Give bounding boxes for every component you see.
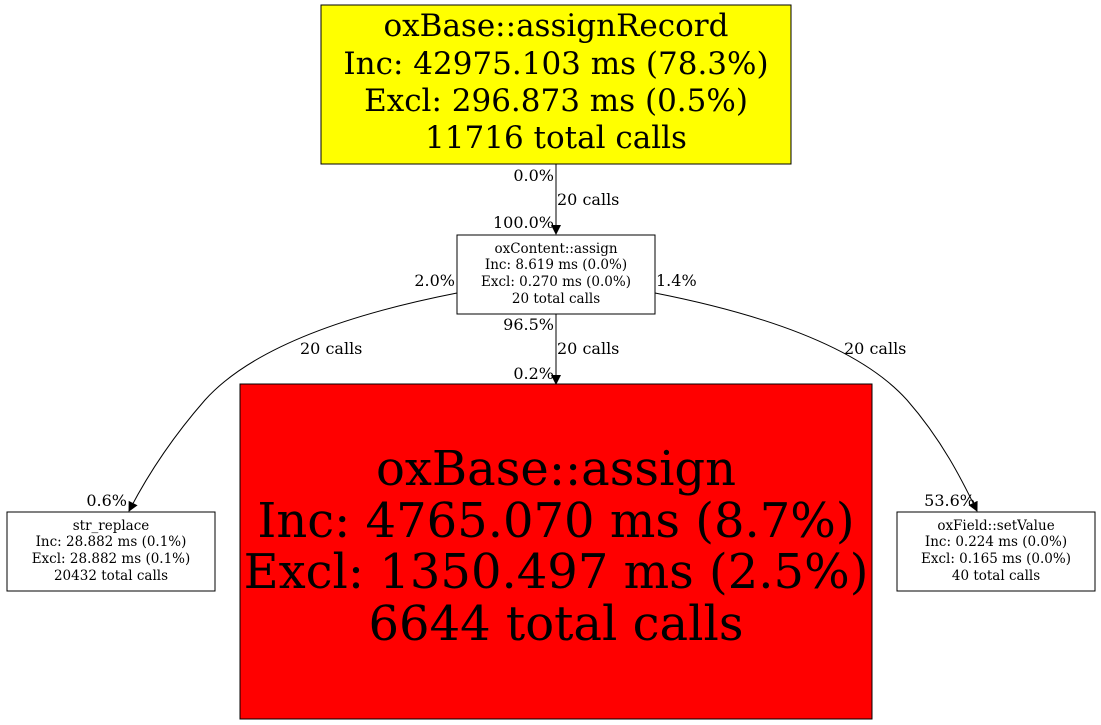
edge-head-label: 53.6% [924, 491, 975, 510]
node-base-assign[interactable]: oxBase::assign Inc: 4765.070 ms (8.7%) E… [239, 383, 873, 720]
node-set-value[interactable]: oxField::setValue Inc: 0.224 ms (0.0%) E… [896, 511, 1096, 592]
edge-calls-label: 20 calls [557, 339, 619, 358]
node-inc: Inc: 4765.070 ms (8.7%) [257, 493, 854, 549]
node-assign-record[interactable]: oxBase::assignRecord Inc: 42975.103 ms (… [320, 4, 792, 165]
node-calls: 20432 total calls [54, 568, 168, 584]
node-inc: Inc: 0.224 ms (0.0%) [925, 534, 1067, 550]
edge-tail-label: 1.4% [656, 271, 697, 290]
edge-content-to-str-replace: 2.0% 20 calls 0.6% [86, 271, 458, 512]
node-content-assign[interactable]: oxContent::assign Inc: 8.619 ms (0.0%) E… [456, 234, 656, 315]
node-excl: Excl: 1350.497 ms (2.5%) [244, 544, 869, 600]
edge-content-to-base: 96.5% 20 calls 0.2% [503, 314, 619, 385]
node-inc: Inc: 42975.103 ms (78.3%) [343, 46, 768, 82]
node-name: oxContent::assign [494, 241, 617, 257]
node-inc: Inc: 28.882 ms (0.1%) [36, 534, 187, 550]
node-calls: 40 total calls [952, 568, 1040, 584]
node-excl: Excl: 0.270 ms (0.0%) [481, 274, 631, 290]
node-name: oxBase::assignRecord [384, 8, 729, 44]
node-str-replace[interactable]: str_replace Inc: 28.882 ms (0.1%) Excl: … [6, 511, 216, 592]
edge-line [654, 292, 978, 512]
node-calls: 11716 total calls [425, 120, 687, 156]
edge-calls-label: 20 calls [557, 190, 619, 209]
node-name: oxField::setValue [937, 518, 1054, 534]
node-inc: Inc: 8.619 ms (0.0%) [485, 257, 627, 273]
node-excl: Excl: 296.873 ms (0.5%) [364, 83, 748, 119]
node-box [6, 511, 216, 592]
node-excl: Excl: 0.165 ms (0.0%) [921, 551, 1071, 567]
edge-tail-label: 0.0% [513, 166, 554, 185]
edge-content-to-set-value: 1.4% 20 calls 53.6% [654, 271, 978, 512]
node-calls: 6644 total calls [369, 596, 744, 652]
node-excl: Excl: 28.882 ms (0.1%) [32, 551, 191, 567]
edge-line [128, 292, 458, 512]
node-name: oxBase::assign [376, 441, 736, 497]
node-box [896, 511, 1096, 592]
node-calls: 20 total calls [512, 291, 600, 307]
node-name: str_replace [73, 518, 150, 534]
edge-record-to-content: 0.0% 20 calls 100.0% [493, 164, 619, 235]
edge-tail-label: 96.5% [503, 315, 554, 334]
edge-head-label: 0.2% [513, 364, 554, 383]
edge-head-label: 100.0% [493, 213, 554, 232]
edge-head-label: 0.6% [86, 491, 127, 510]
node-box [239, 383, 873, 720]
node-box [320, 4, 792, 165]
edge-calls-label: 20 calls [844, 339, 906, 358]
edge-calls-label: 20 calls [300, 339, 362, 358]
edge-tail-label: 2.0% [414, 271, 455, 290]
node-box [456, 234, 656, 315]
